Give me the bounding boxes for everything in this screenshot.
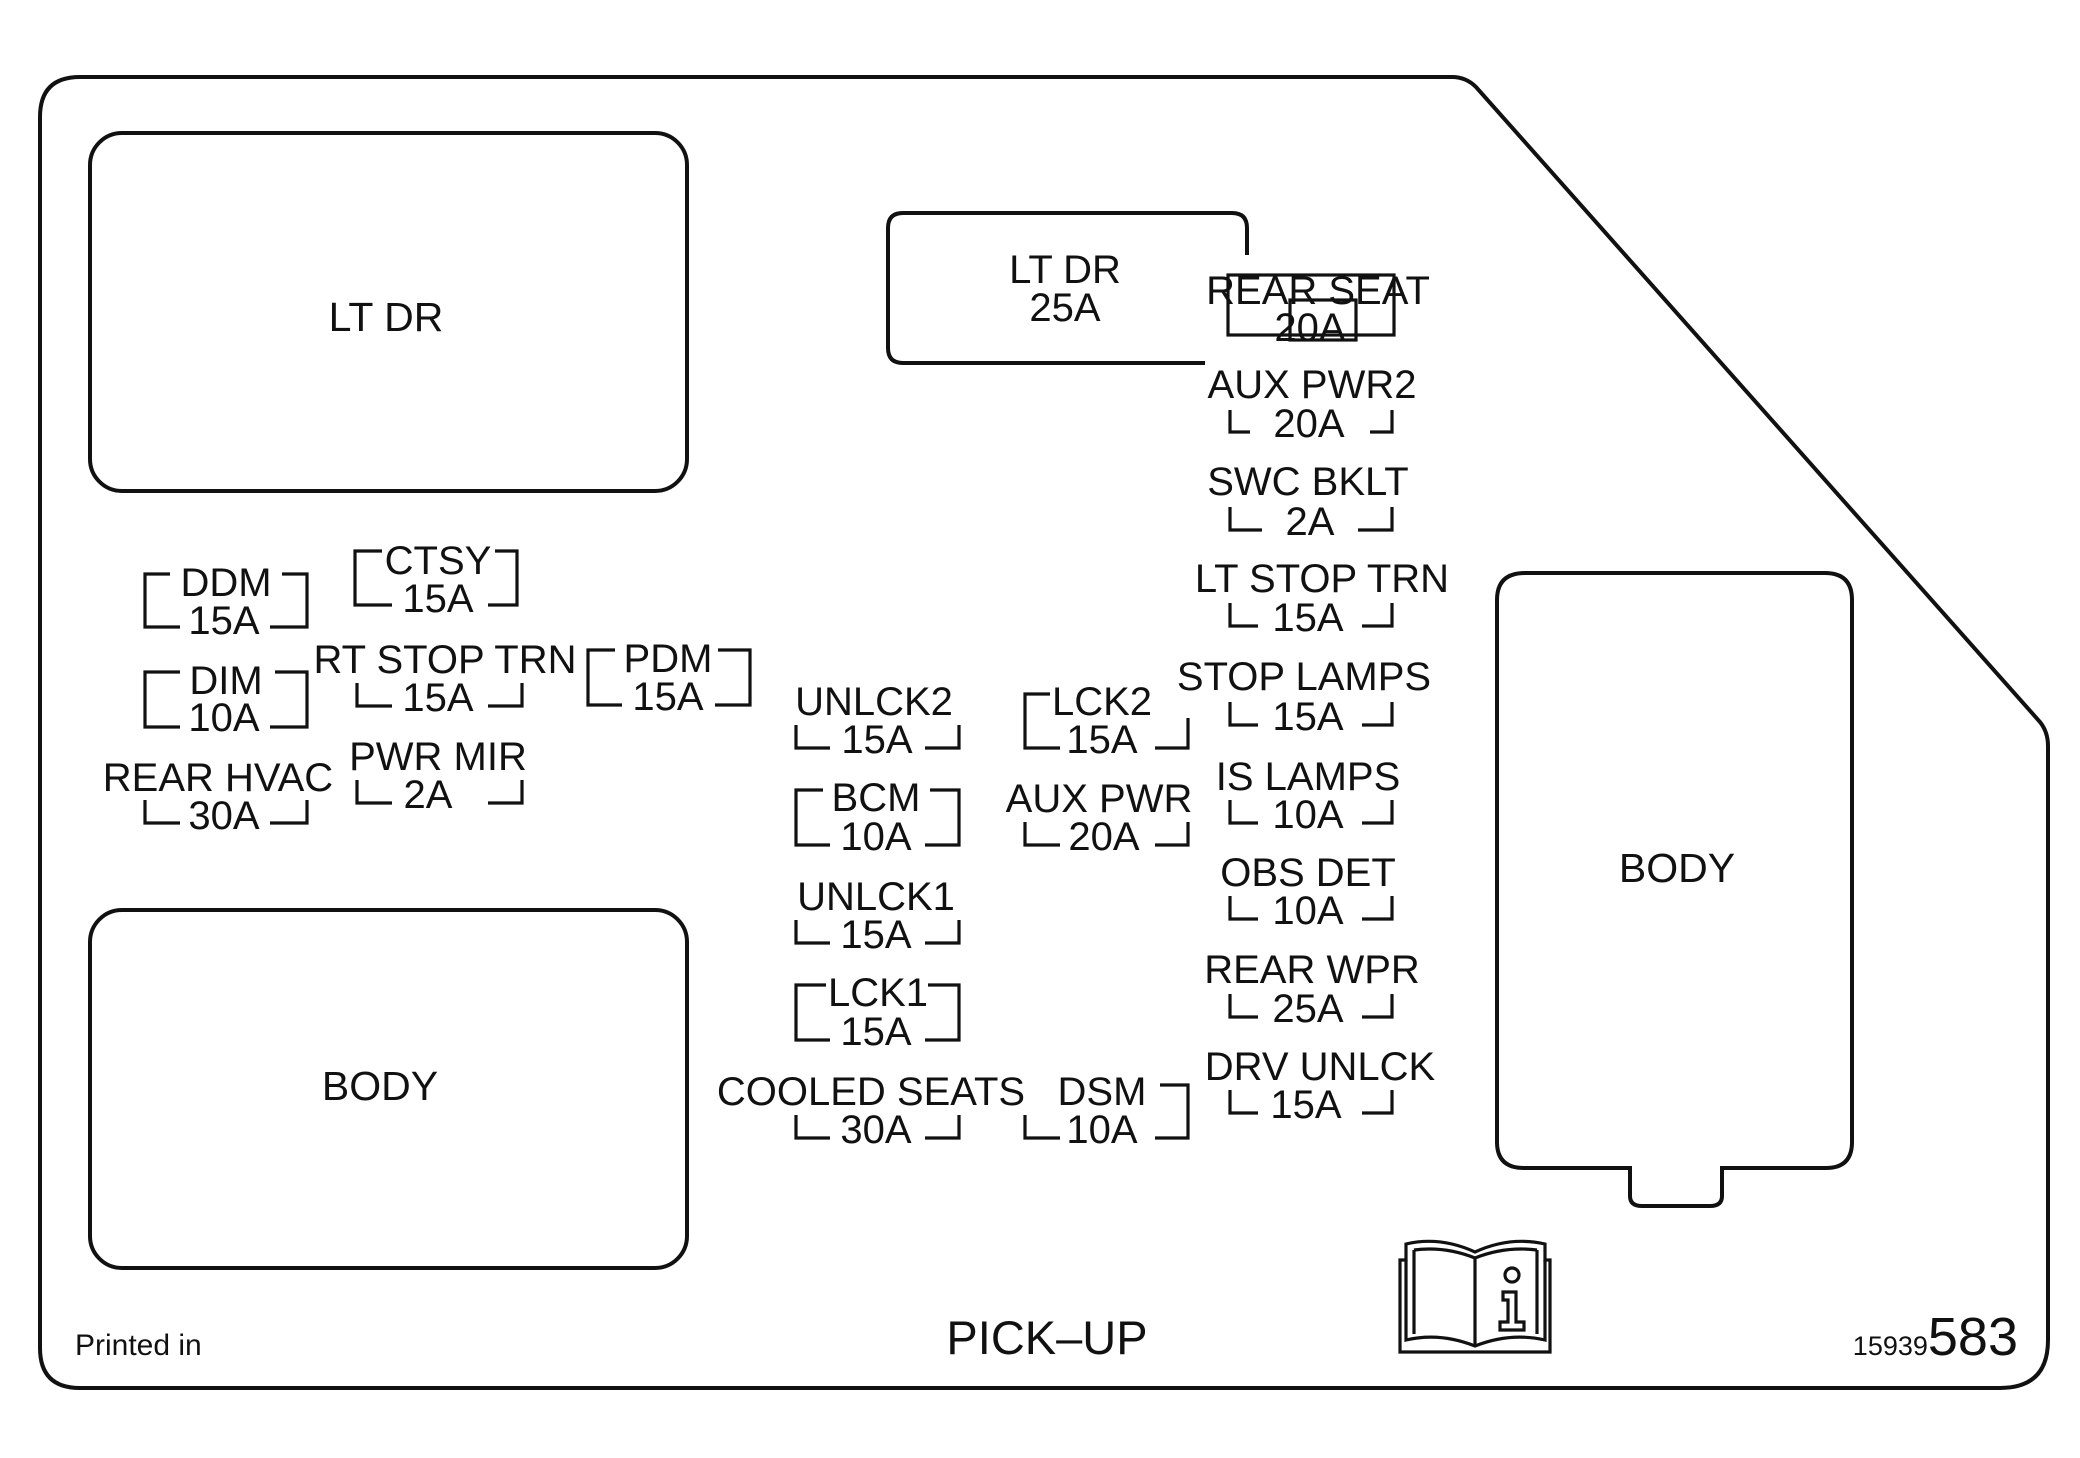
fuse-rear-wpr-amp: 25A: [1272, 987, 1343, 1031]
relay-body-left: BODY: [88, 908, 689, 1270]
fuse-drv-unlck-amp: 15A: [1270, 1083, 1341, 1127]
fuse-ctsy-name: CTSY: [385, 539, 492, 583]
fuse-ddm-amp: 15A: [188, 599, 259, 643]
fuse-dsm-name: DSM: [1058, 1070, 1147, 1114]
fuse-lt-dr-25a: LT DR 25A: [886, 211, 1249, 365]
fuse-stop-lamps-name: STOP LAMPS: [1177, 655, 1431, 699]
fuse-panel-outline: [38, 75, 2050, 1390]
fuse-bcm: BCM 10A: [794, 776, 961, 859]
fuse-rt-stop-trn-amp: 15A: [402, 676, 473, 720]
fuse-aux-pwr-amp: 20A: [1068, 815, 1139, 859]
fuse-is-lamps-name: IS LAMPS: [1216, 755, 1401, 799]
fuse-column-center: UNLCK2 15A BCM 10A UNLCK1 15A LCK1 15A C…: [717, 680, 1025, 1152]
fuse-ctsy-amp: 15A: [402, 577, 473, 621]
fuse-cooled-seats-name: COOLED SEATS: [717, 1070, 1025, 1114]
fuse-obs-det: OBS DET 10A: [1220, 851, 1396, 933]
fuse-dim: DIM 10A: [143, 659, 309, 740]
fuse-pdm: PDM 15A: [586, 637, 752, 719]
fuse-is-lamps-amp: 10A: [1272, 793, 1343, 837]
fuse-lck1-name: LCK1: [828, 971, 928, 1015]
fuse-column-mid-right: LCK2 15A AUX PWR 20A DSM 10A: [1006, 680, 1193, 1152]
fuse-aux-pwr2-amp: 20A: [1273, 402, 1344, 446]
relay-body-right-label: BODY: [1619, 845, 1735, 891]
fuse-drv-unlck: DRV UNLCK 15A: [1205, 1045, 1436, 1127]
fuse-unlck1-name: UNLCK1: [797, 875, 955, 919]
fuse-aux-pwr2-name: AUX PWR2: [1208, 363, 1417, 407]
fuse-dim-name: DIM: [189, 659, 262, 703]
fuse-lck2: LCK2 15A: [1023, 680, 1190, 762]
fuse-pdm-amp: 15A: [632, 675, 703, 719]
fuse-pwr-mir: PWR MIR 2A: [349, 735, 527, 817]
fuse-pwr-mir-name: PWR MIR: [349, 735, 527, 779]
fuse-rear-seat-amp: 20A: [1274, 306, 1345, 350]
fuse-unlck1-amp: 15A: [840, 913, 911, 957]
fuse-aux-pwr: AUX PWR 20A: [1006, 777, 1193, 859]
fuse-rear-hvac: REAR HVAC 30A: [103, 756, 333, 838]
relay-body-left-label: BODY: [322, 1063, 438, 1109]
relay-lt-dr-large: LT DR: [88, 131, 689, 493]
owner-manual-info-icon: [1398, 1239, 1552, 1354]
fuse-obs-det-name: OBS DET: [1220, 851, 1396, 895]
part-number-prefix: 15939: [1853, 1331, 1928, 1361]
relay-body-right: BODY: [1495, 571, 1854, 1208]
panel-title: PICK–UP: [946, 1311, 1147, 1364]
fuse-ddm: DDM 15A: [143, 561, 309, 643]
fuse-swc-bklt: SWC BKLT 2A: [1207, 460, 1409, 544]
fuse-rear-wpr-name: REAR WPR: [1204, 948, 1420, 992]
fuse-unlck1: UNLCK1 15A: [794, 875, 961, 957]
fuse-drv-unlck-name: DRV UNLCK: [1205, 1045, 1436, 1089]
fuse-stop-lamps: STOP LAMPS 15A: [1177, 655, 1431, 739]
fuse-bcm-amp: 10A: [840, 815, 911, 859]
fuse-ctsy: CTSY 15A: [353, 539, 519, 621]
fuse-cooled-seats: COOLED SEATS 30A: [717, 1070, 1025, 1152]
fuse-rear-hvac-amp: 30A: [188, 794, 259, 838]
fuse-unlck2-amp: 15A: [841, 718, 912, 762]
fuse-rear-hvac-name: REAR HVAC: [103, 756, 333, 800]
fuse-stop-lamps-amp: 15A: [1272, 695, 1343, 739]
fuse-lt-stop-trn-amp: 15A: [1272, 596, 1343, 640]
fuse-dim-amp: 10A: [188, 696, 259, 740]
part-number-suffix: 583: [1928, 1307, 2018, 1367]
printed-in-label: Printed in: [75, 1329, 202, 1362]
fuse-is-lamps: IS LAMPS 10A: [1216, 755, 1401, 837]
relay-lt-dr-large-label: LT DR: [329, 294, 444, 340]
fuse-lck1: LCK1 15A: [794, 971, 961, 1054]
fuse-rear-seat-name: REAR SEAT: [1206, 269, 1430, 313]
fuse-lck2-amp: 15A: [1066, 718, 1137, 762]
fuse-dsm: DSM 10A: [1023, 1070, 1190, 1152]
fuse-lck1-amp: 15A: [840, 1010, 911, 1054]
fuse-unlck2: UNLCK2 15A: [794, 680, 961, 762]
fuse-column-right: AUX PWR2 20A SWC BKLT 2A LT STOP TRN 15A…: [1177, 363, 1449, 1127]
part-number: 15939583: [1853, 1307, 2018, 1367]
fuse-bcm-name: BCM: [832, 776, 921, 820]
fuse-obs-det-amp: 10A: [1272, 889, 1343, 933]
fuse-ddm-name: DDM: [180, 561, 271, 605]
fuse-lt-dr-name: LT DR: [1009, 248, 1121, 292]
fuse-cooled-seats-amp: 30A: [840, 1108, 911, 1152]
fuse-rt-stop-trn: RT STOP TRN 15A: [313, 638, 576, 720]
fuse-dsm-amp: 10A: [1066, 1108, 1137, 1152]
fuse-lt-stop-trn: LT STOP TRN 15A: [1195, 557, 1449, 640]
fuse-lck2-name: LCK2: [1052, 680, 1152, 724]
fuse-aux-pwr2: AUX PWR2 20A: [1208, 363, 1417, 446]
fuse-lt-stop-trn-name: LT STOP TRN: [1195, 557, 1449, 601]
fuse-swc-bklt-amp: 2A: [1286, 500, 1335, 544]
fuse-swc-bklt-name: SWC BKLT: [1207, 460, 1409, 504]
fuse-cluster-left: DDM 15A CTSY 15A DIM 10A RT STOP TRN 15A…: [103, 539, 752, 838]
fuse-lt-dr-amp: 25A: [1029, 286, 1100, 330]
fuse-pwr-mir-amp: 2A: [404, 773, 453, 817]
fuse-rear-seat: REAR SEAT 20A: [1206, 269, 1430, 350]
fuse-pdm-name: PDM: [624, 637, 713, 681]
fuse-rt-stop-trn-name: RT STOP TRN: [313, 638, 576, 682]
fuse-unlck2-name: UNLCK2: [795, 680, 953, 724]
fuse-rear-wpr: REAR WPR 25A: [1204, 948, 1420, 1031]
fuse-aux-pwr-name: AUX PWR: [1006, 777, 1193, 821]
